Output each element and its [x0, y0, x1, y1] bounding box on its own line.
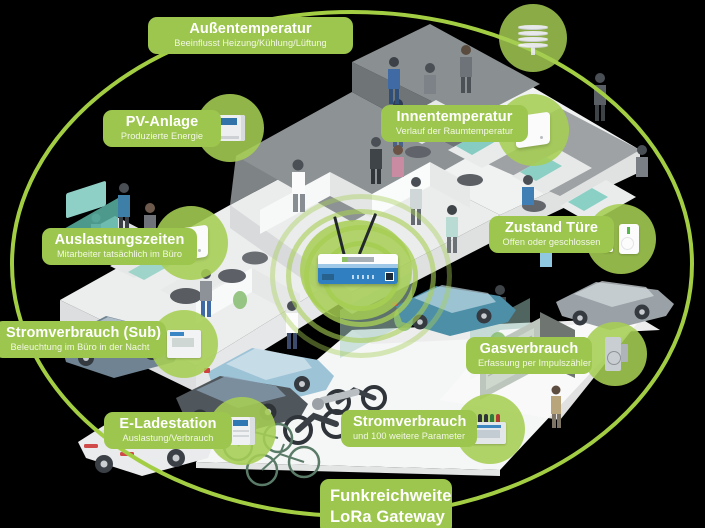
label-zustand-tuere[interactable]: Zustand Türe Offen oder geschlossen	[489, 216, 614, 254]
label-title: Innentemperatur	[396, 109, 513, 125]
gateway-wave-graphic	[318, 264, 398, 271]
sub-meter-icon	[167, 330, 201, 358]
gas-meter-icon	[602, 337, 628, 371]
charging-meter-icon	[227, 416, 257, 446]
weather-station-icon	[518, 23, 548, 55]
power-meter-icon	[472, 414, 508, 444]
label-stromverbrauch-sub[interactable]: Stromverbrauch (Sub) Beleuchtung im Büro…	[0, 321, 166, 359]
label-subtitle: Auslastung/Verbrauch	[122, 432, 214, 443]
label-pv-anlage[interactable]: PV-Anlage Produzierte Energie	[103, 110, 221, 148]
range-label-line2: LoRa Gateway	[330, 507, 445, 526]
sensor-node-gasverbrauch[interactable]	[583, 322, 647, 386]
label-funkreichweite-lora-gateway[interactable]: Funkreichweite LoRa Gateway	[320, 479, 452, 528]
lora-gateway-device	[318, 213, 398, 284]
label-title: Zustand Türe	[504, 220, 599, 236]
label-title: PV-Anlage	[125, 114, 199, 130]
gateway-chassis	[318, 254, 398, 284]
label-subtitle: Mitarbeiter tatsächlich im Büro	[56, 248, 183, 259]
label-auslastungszeiten[interactable]: Auslastungszeiten Mitarbeiter tatsächlic…	[42, 228, 197, 266]
sensor-node-e-ladestation[interactable]	[208, 397, 276, 465]
label-title: E-Ladestation	[119, 416, 217, 432]
qr-code-icon	[385, 272, 394, 281]
label-gasverbrauch[interactable]: Gasverbrauch Erfassung per Impulszähler	[466, 337, 592, 375]
label-title: Gasverbrauch	[479, 341, 579, 357]
room-sensor-icon	[174, 224, 208, 262]
range-label-line1: Funkreichweite	[330, 487, 452, 505]
label-stromverbrauch[interactable]: Stromverbrauch und 100 weitere Parameter	[341, 410, 477, 448]
label-title: Auslastungszeiten	[54, 232, 185, 248]
label-e-ladestation[interactable]: E-Ladestation Auslastung/Verbrauch	[104, 412, 232, 450]
label-subtitle: und 100 weitere Parameter	[353, 430, 466, 441]
label-subtitle: Offen oder geschlossen	[502, 236, 601, 247]
label-subtitle: Beleuchtung im Büro in der Nacht	[10, 341, 150, 352]
label-title: Stromverbrauch	[353, 414, 467, 430]
gateway-front-panel	[318, 268, 398, 284]
label-title: Stromverbrauch (Sub)	[6, 325, 162, 341]
label-innentemperatur[interactable]: Innentemperatur Verlauf der Raumtemperat…	[381, 105, 528, 143]
label-subtitle: Verlauf der Raumtemperatur	[395, 125, 514, 136]
car-grey-top	[556, 281, 674, 330]
label-title: Außentemperatur	[189, 21, 312, 37]
label-subtitle: Produzierte Energie	[120, 130, 204, 141]
sensor-node-aussentemperatur[interactable]	[499, 4, 567, 72]
label-subtitle: Erfassung per Impulszähler	[478, 357, 592, 368]
label-aussentemperatur[interactable]: Außentemperatur Beeinflusst Heizung/Kühl…	[148, 17, 353, 55]
room-sensor-icon	[516, 111, 550, 149]
label-subtitle: Beeinflusst Heizung/Kühlung/Lüftung	[174, 37, 327, 48]
